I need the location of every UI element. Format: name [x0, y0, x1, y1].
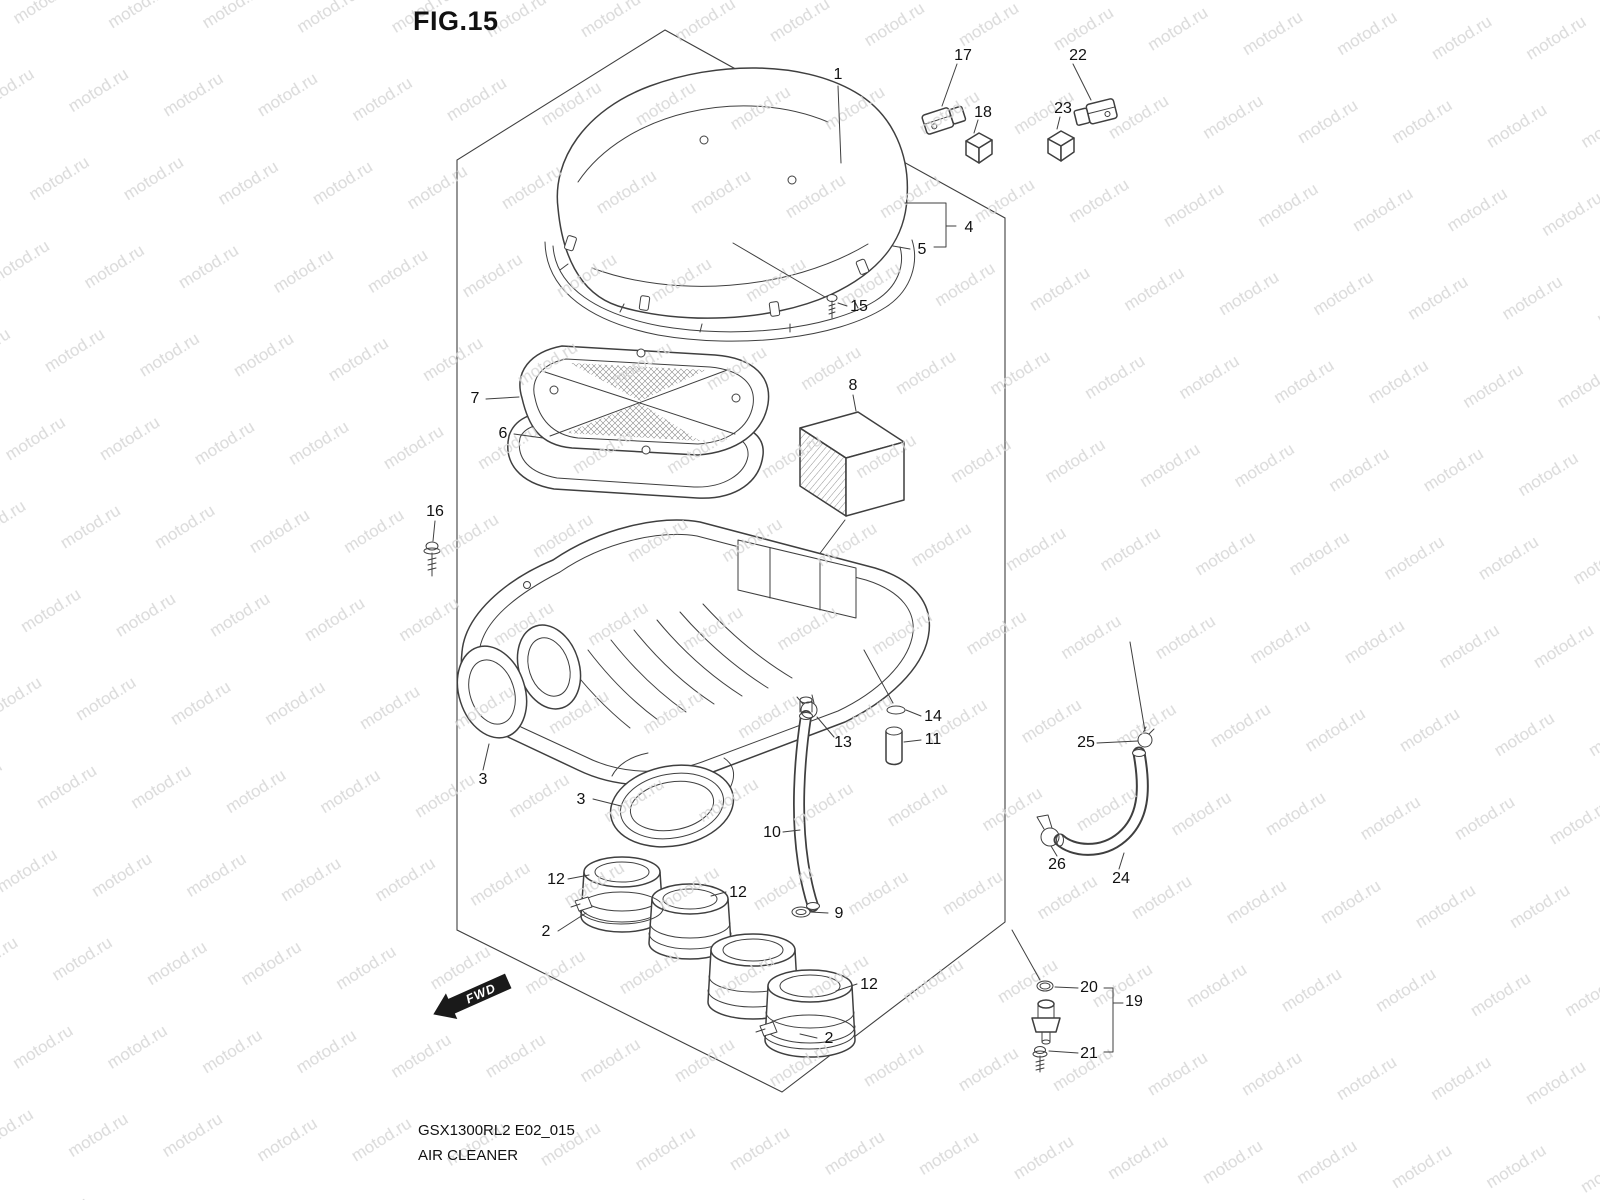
callout-label-3-12: 3 [479, 771, 488, 788]
callout-label-6-10: 6 [499, 425, 508, 442]
callout-label-11-16: 11 [925, 731, 942, 748]
figure-title: FIG.15 [413, 6, 499, 36]
leader-lines [432, 63, 1146, 1054]
callout-label-17-1: 17 [954, 47, 972, 64]
callout-label-2-21: 2 [542, 923, 551, 940]
callout-label-3-13: 3 [577, 791, 586, 808]
callout-label-19-28: 19 [1125, 993, 1143, 1010]
figure-caption: AIR CLEANER [418, 1147, 519, 1164]
callout-label-21-29: 21 [1080, 1045, 1098, 1062]
callout-label-2-22: 2 [825, 1030, 834, 1047]
callout-label-4-5: 4 [965, 219, 974, 236]
callout-label-10-17: 10 [763, 824, 781, 841]
callout-label-5-6: 5 [918, 241, 927, 258]
callout-label-14-15: 14 [924, 708, 942, 725]
callout-label-8-8: 8 [849, 377, 858, 394]
model-code: GSX1300RL2 E02_015 [418, 1122, 575, 1139]
callout-label-12-19: 12 [729, 884, 747, 901]
callout-label-23-4: 23 [1054, 100, 1072, 117]
callout-label-16-11: 16 [426, 503, 444, 520]
callout-label-9-23: 9 [835, 905, 844, 922]
callout-label-25-24: 25 [1077, 734, 1095, 751]
fwd-arrow-icon [433, 973, 512, 1019]
callout-label-15-7: 15 [850, 298, 868, 315]
callout-label-22-3: 22 [1069, 47, 1087, 64]
callout-label-24-26: 24 [1112, 870, 1130, 887]
callout-label-13-14: 13 [834, 734, 852, 751]
callout-label-1-0: 1 [834, 66, 843, 83]
callout-label-18-2: 18 [974, 104, 992, 121]
callout-label-7-9: 7 [471, 390, 480, 407]
callout-layer: 1171822234515876163313141110121212229252… [426, 47, 1143, 1062]
callout-label-12-18: 12 [547, 871, 565, 888]
callout-label-12-20: 12 [860, 976, 878, 993]
callout-label-20-27: 20 [1080, 979, 1098, 996]
callout-label-26-25: 26 [1048, 856, 1066, 873]
